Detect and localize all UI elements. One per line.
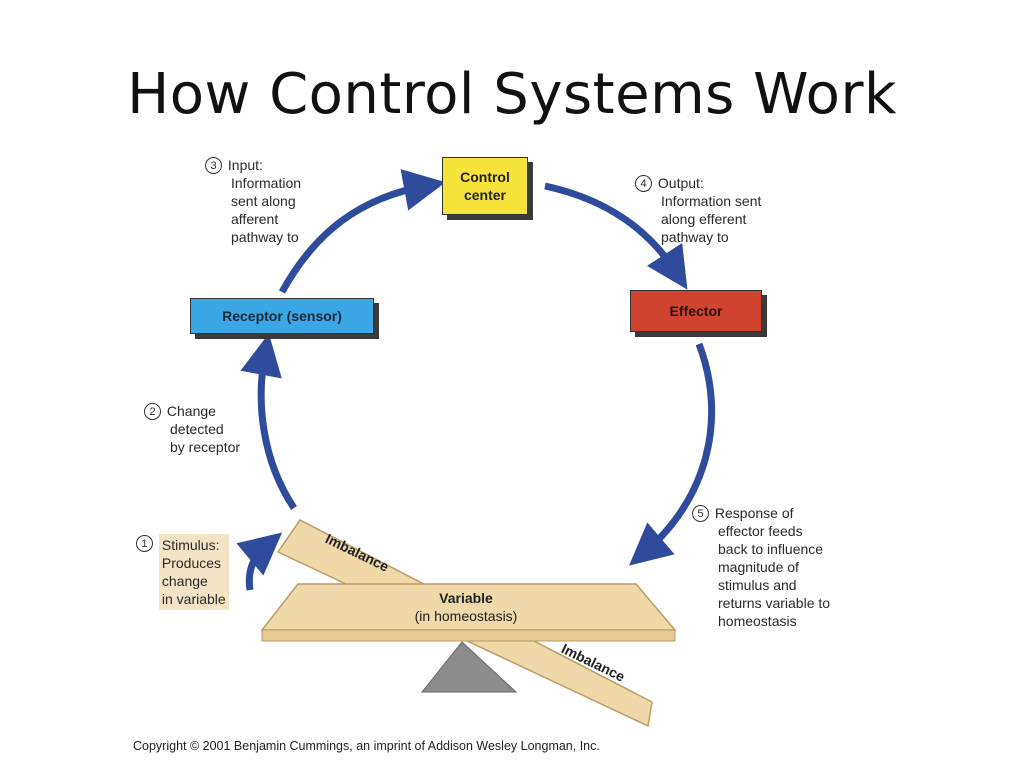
- step2-note: 2 Change detected by receptor: [144, 402, 240, 456]
- step5-line: stimulus and: [718, 577, 797, 593]
- effector-label: Effector: [669, 303, 723, 319]
- step2-line: by receptor: [170, 439, 241, 455]
- control-center-box: Control center: [442, 157, 528, 215]
- step4-note: 4 Output: Information sent along efferen…: [635, 174, 761, 246]
- step4-line: Information sent: [661, 193, 762, 209]
- receptor-label: Receptor (sensor): [222, 308, 342, 324]
- step5-number: 5: [692, 505, 709, 522]
- step1-number: 1: [136, 535, 153, 552]
- step3-line: pathway to: [231, 229, 299, 245]
- step4-number: 4: [635, 175, 652, 192]
- step1-line: Produces: [161, 555, 222, 571]
- step3-note: 3 Input: Information sent along afferent…: [205, 156, 301, 246]
- step5-note: 5 Response of effector feeds back to inf…: [692, 504, 830, 630]
- step4-line: pathway to: [661, 229, 729, 245]
- step3-line: Input:: [227, 157, 263, 173]
- step5-line: magnitude of: [718, 559, 799, 575]
- step3-line: afferent: [231, 211, 279, 227]
- step3-number: 3: [205, 157, 222, 174]
- variable-sublabel: (in homeostasis): [415, 608, 518, 624]
- page-title: How Control Systems Work: [127, 62, 897, 127]
- step2-line: detected: [170, 421, 224, 437]
- step4-line: Output:: [657, 175, 704, 191]
- step2-number: 2: [144, 403, 161, 420]
- step5-line: homeostasis: [718, 613, 797, 629]
- copyright-notice: Copyright © 2001 Benjamin Cummings, an i…: [133, 739, 600, 753]
- step5-line: Response of: [714, 505, 794, 521]
- stimulus-box: Stimulus: Produces change in variable: [158, 534, 229, 610]
- arrow-receptor-to-control: [278, 169, 446, 294]
- arrow-control-to-effector: [544, 182, 688, 290]
- step5-line: returns variable to: [718, 595, 831, 611]
- step1-line: in variable: [161, 591, 226, 607]
- variable-board-edge: [261, 629, 676, 642]
- effector-box: Effector: [630, 290, 762, 332]
- variable-label: Variable: [439, 590, 493, 606]
- step3-line: sent along: [231, 193, 296, 209]
- step1-line: Stimulus:: [161, 537, 220, 553]
- step3-line: Information: [231, 175, 302, 191]
- arrow-effector-to-variable: [629, 342, 716, 566]
- step5-line: effector feeds: [718, 523, 803, 539]
- step5-line: back to influence: [718, 541, 824, 557]
- step2-line: Change: [166, 403, 216, 419]
- receptor-box: Receptor (sensor): [190, 298, 374, 334]
- fulcrum: [420, 641, 518, 693]
- step4-line: along efferent: [661, 211, 747, 227]
- control-center-label: Control center: [460, 169, 510, 203]
- step1-line: change: [161, 573, 208, 589]
- arrow-stimulus-to-receptor: [240, 333, 297, 510]
- arrow-stimulus-small: [236, 532, 283, 591]
- step1-note: 1 Stimulus: Produces change in variable: [136, 534, 229, 610]
